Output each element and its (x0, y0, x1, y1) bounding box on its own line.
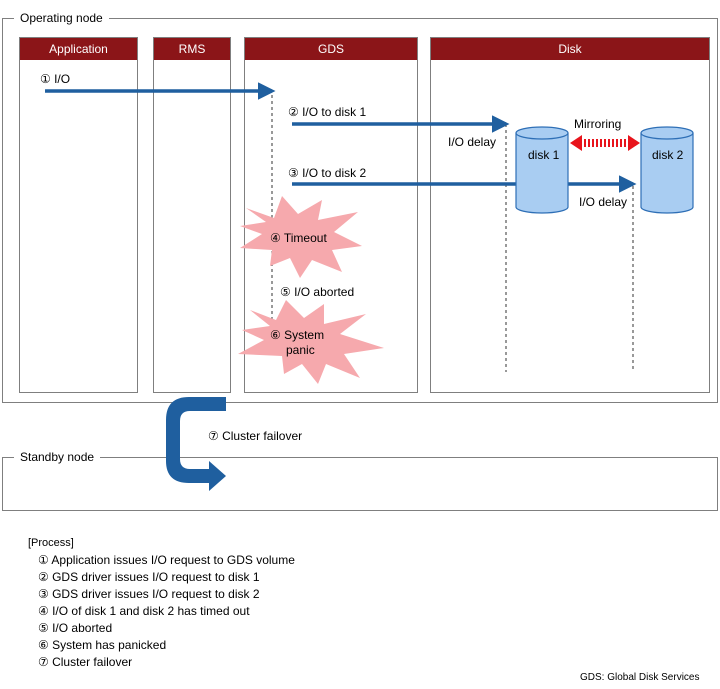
disk2-label: disk 2 (652, 148, 684, 162)
step-3-label: ③ I/O to disk 2 (288, 166, 367, 180)
panic-burst-icon (238, 300, 384, 384)
lane-header-application: Application (20, 38, 137, 60)
io-delay-disk1-label: I/O delay (448, 135, 497, 149)
step-5-label: ⑤ I/O aborted (280, 285, 355, 299)
step-1-label: ① I/O (40, 72, 71, 86)
timeout-burst-icon (240, 196, 362, 278)
process-item: ① Application issues I/O request to GDS … (38, 553, 295, 567)
mirroring-label: Mirroring (574, 117, 622, 131)
io-delay-disk2-label: I/O delay (579, 195, 628, 209)
process-item: ⑦ Cluster failover (38, 655, 133, 669)
disk1-icon (515, 126, 569, 214)
lane-header-disk: Disk (431, 38, 709, 60)
failover-arrow-icon (166, 397, 226, 491)
lane-header-gds: GDS (245, 38, 417, 60)
process-item: ⑤ I/O aborted (38, 621, 113, 635)
lane-application: Application (19, 37, 138, 393)
disk2-icon (640, 126, 694, 214)
process-item: ④ I/O of disk 1 and disk 2 has timed out (38, 604, 250, 618)
step-7-label: ⑦ Cluster failover (208, 429, 303, 443)
lane-rms: RMS (153, 37, 231, 393)
lane-disk: Disk (430, 37, 710, 393)
step-2-label: ② I/O to disk 1 (288, 105, 367, 119)
standby-node-frame (2, 457, 718, 511)
process-item: ③ GDS driver issues I/O request to disk … (38, 587, 260, 601)
disk1-label: disk 1 (528, 148, 560, 162)
step-6-label-line2: panic (286, 343, 315, 357)
step-6-label-line1: ⑥ System (270, 328, 325, 342)
mirroring-arrow-icon (570, 135, 640, 151)
lane-header-rms: RMS (154, 38, 230, 60)
process-list: ① Application issues I/O request to GDS … (38, 552, 295, 671)
operating-node-frame (2, 18, 718, 403)
process-item: ⑥ System has panicked (38, 638, 167, 652)
process-title: [Process] (28, 537, 74, 549)
process-item: ② GDS driver issues I/O request to disk … (38, 570, 260, 584)
footnote: GDS: Global Disk Services (580, 672, 700, 683)
operating-node-title: Operating node (14, 11, 109, 25)
step-4-label: ④ Timeout (270, 231, 327, 245)
standby-node-title: Standby node (14, 450, 101, 464)
